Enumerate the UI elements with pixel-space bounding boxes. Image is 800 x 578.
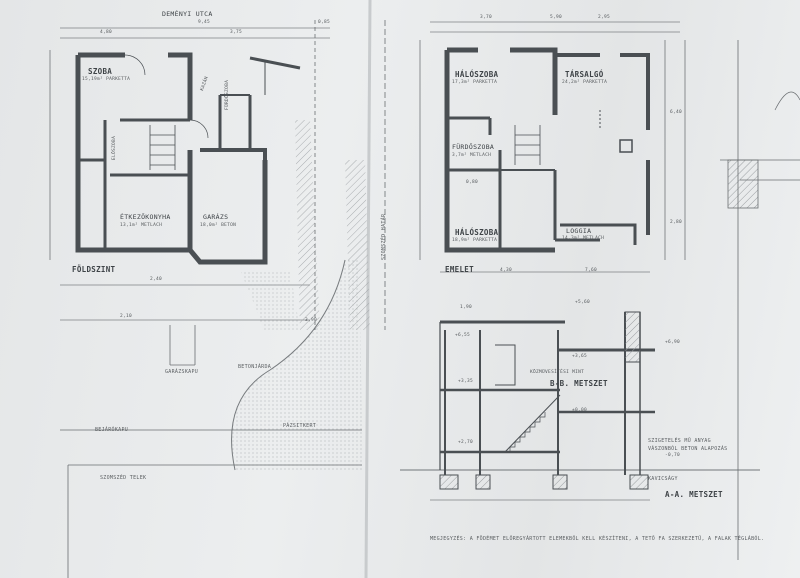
level-3: +3,65 (572, 354, 588, 359)
room-szoba-area: 15,19m² PARKETTA (82, 77, 131, 82)
upper-room-4-area: 18,9m² PARKETTA (452, 238, 498, 243)
dim-15: 7,60 (585, 268, 598, 273)
foyer-label: ELŐSZOBA (112, 135, 117, 160)
dim-2: 0,85 (318, 20, 331, 25)
garden-label: BEJÁRÓKAPU (95, 427, 129, 433)
level-4: +3,35 (458, 379, 474, 384)
upper-room-4-name: HÁLÓSZOBA (455, 228, 499, 237)
room-etkezokonyha-area: 13,1m² METLACH (120, 223, 163, 228)
dim-3: 4,80 (100, 30, 113, 35)
dim-7: 3,90 (305, 318, 318, 323)
upper-room-5-name: LOGGIA (566, 227, 592, 235)
upper-room-3-name: FÜRDŐSZOBA (452, 143, 495, 151)
level-2: +6,55 (455, 333, 471, 338)
path-label: BETONJÁRDA (238, 364, 272, 370)
upper-floor-title: EMELET (445, 265, 474, 274)
upper-room-2-name: TÁRSALGÓ (565, 70, 604, 79)
dim-6: 2,40 (150, 277, 163, 282)
dim-11: 0,80 (466, 180, 479, 185)
upper-room-2-area: 24,2m² PARKETTA (562, 80, 608, 85)
dim-13: 2,80 (670, 220, 683, 225)
upper-room-5-area: 14,3m² METLACH (562, 236, 605, 241)
section-note-3: KAVICSÁGY (648, 476, 678, 482)
room-szoba-name: SZOBA (88, 67, 113, 76)
section-note-1: SZIGETELÉS MŰ ANYAG (648, 438, 711, 444)
site-hatching (231, 120, 370, 471)
dim-1: 9,45 (198, 20, 211, 25)
dim-4: 3,75 (230, 30, 243, 35)
room-etkezokonyha-name: ÉTKEZŐKONYHA (120, 213, 171, 221)
dim-12: 6,40 (670, 110, 683, 115)
dim-14: 1,90 (460, 305, 473, 310)
upper-room-1-area: 17,3m² PARKETTA (452, 80, 498, 85)
upper-floor-plan (419, 21, 686, 273)
neighbor-line-label: SZOMSZÉD HATÁR (381, 213, 387, 260)
site-lines (60, 20, 386, 578)
room-garazs-name: GARÁZS (203, 213, 229, 221)
section-aa-title: A-A. METSZET (665, 490, 723, 499)
section-subtitle: KÖZMŰVESÍTÉSI MINT (530, 370, 585, 375)
dim-9: 5,90 (550, 15, 563, 20)
level-6: -0,70 (665, 453, 681, 458)
dim-16: 4,30 (500, 268, 513, 273)
room-garazs-area: 18,0m² BETON (200, 223, 237, 228)
footer-note: MEGJEGYZÉS: A FÖDÉMET ELŐREGYÁRTOTT ELEM… (430, 536, 765, 542)
street-name: DEMÉNYI UTCA (162, 10, 213, 18)
level-1: +6,90 (665, 340, 681, 345)
neighbor-plot-label: SZOMSZÉD TELEK (100, 475, 147, 481)
ground-floor-plan (49, 27, 330, 321)
section-bb-title: B-B. METSZET (550, 379, 608, 388)
level-5: ±0,00 (572, 408, 588, 413)
upper-room-3-area: 3,7m² METLACH (452, 153, 492, 158)
dim-5: 2,10 (120, 314, 133, 319)
room-furdoszoba-name: FÜRDŐSZOBA (225, 79, 230, 110)
level-8: +5,60 (575, 300, 591, 305)
upper-room-1-name: HÁLÓSZOBA (455, 70, 499, 79)
elevation-sketch (720, 40, 800, 560)
section-note-2: VÁSZONBÓL BETON ALAPOZÁS (648, 446, 728, 452)
section-drawing (400, 311, 760, 501)
gate-label: GARÁZSKAPU (165, 369, 199, 375)
lawn-label: PÁZSITKERT (283, 423, 317, 429)
dim-10: 2,95 (598, 15, 611, 20)
ground-floor-title: FÖLDSZINT (72, 265, 116, 274)
dim-8: 3,70 (480, 15, 493, 20)
level-7: +2,70 (458, 440, 474, 445)
